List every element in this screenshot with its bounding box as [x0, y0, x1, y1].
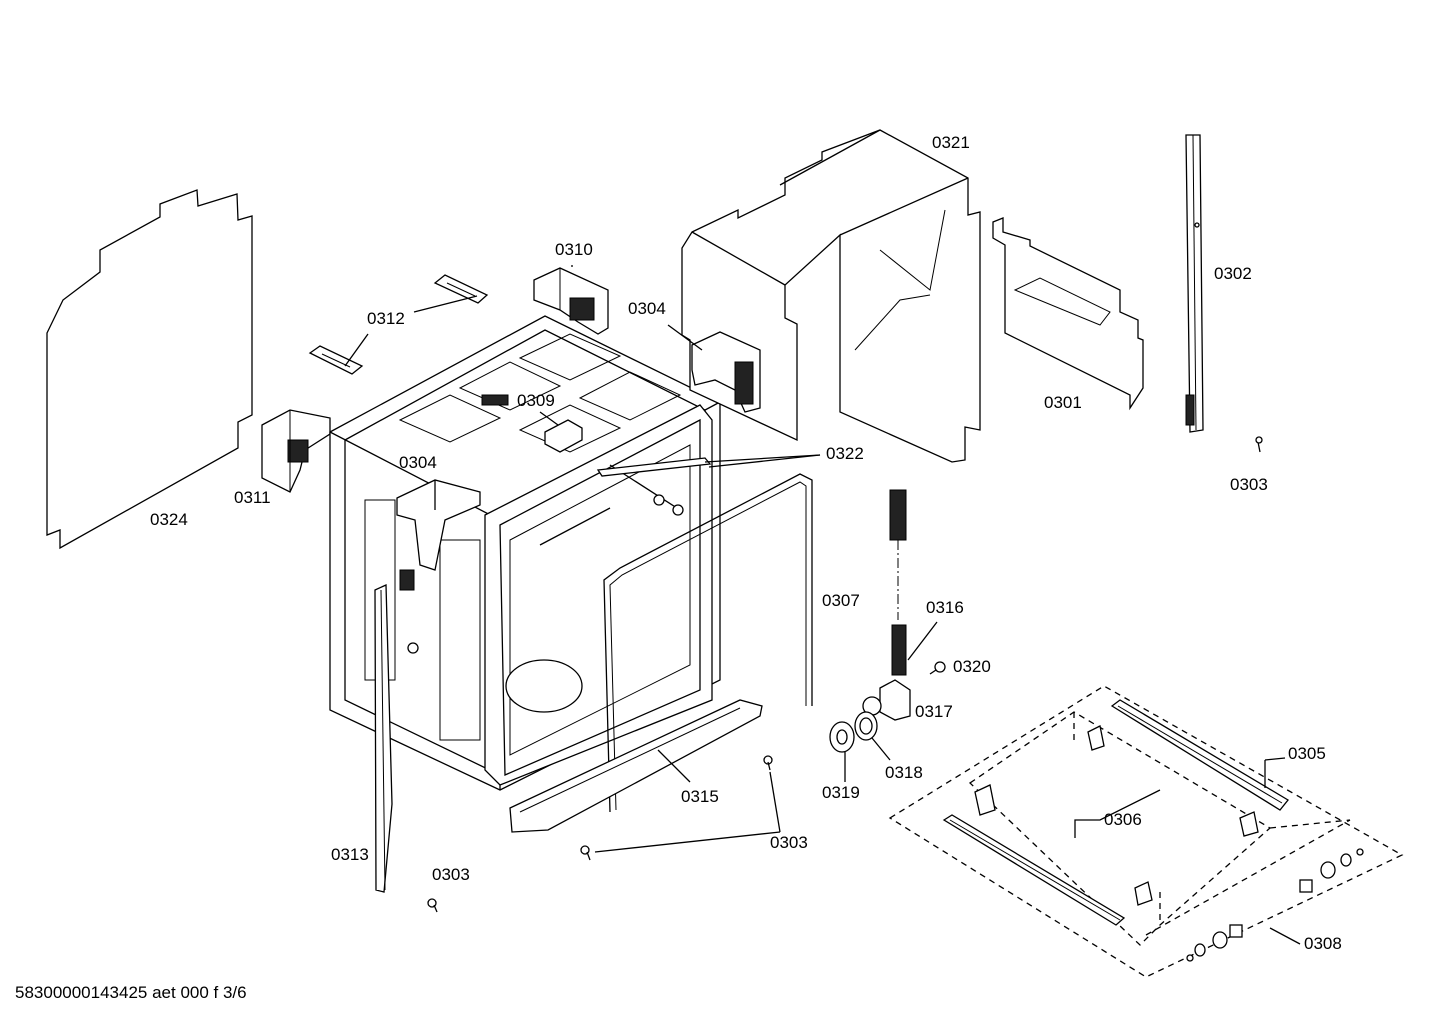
leader-0309	[539, 411, 559, 426]
label-0308: 0308	[1304, 934, 1342, 953]
label-0301: 0301	[1044, 393, 1082, 412]
screw-0303-left	[427, 898, 438, 913]
label-0319: 0319	[822, 783, 860, 802]
label-0313: 0313	[331, 845, 369, 864]
kit-0308	[888, 685, 1404, 978]
frame-0307	[603, 473, 813, 813]
ring-0319	[829, 721, 855, 782]
tub-body	[329, 315, 721, 791]
label-0317: 0317	[915, 702, 953, 721]
clip-0311	[261, 409, 331, 493]
label-0321: 0321	[932, 133, 970, 152]
clip-0310	[533, 265, 609, 335]
label-0324: 0324	[150, 510, 188, 529]
seal-0322	[596, 454, 821, 477]
label-0302: 0302	[1214, 264, 1252, 283]
part-labels: 0321 0302 0310 0312 0304 0301 0309 0303 …	[150, 133, 1342, 953]
rail-0305	[1110, 699, 1289, 811]
bracket-0312	[308, 274, 489, 375]
label-0304: 0304	[628, 299, 666, 318]
footer-document-id: 58300000143425 aet 000 f 3/6	[15, 983, 247, 1002]
label-0312: 0312	[367, 309, 405, 328]
label-0316: 0316	[926, 598, 964, 617]
rail-0302	[1185, 134, 1204, 433]
label-0318: 0318	[885, 763, 923, 782]
insulation-0321	[681, 129, 981, 463]
label-0304: 0304	[399, 453, 437, 472]
label-0307: 0307	[822, 591, 860, 610]
ring-0318	[854, 711, 891, 761]
label-0311: 0311	[234, 488, 271, 507]
label-0320: 0320	[953, 657, 991, 676]
fittings-0308	[1186, 848, 1364, 962]
bracket-0304-right	[667, 324, 761, 413]
side-panel-0324	[46, 189, 253, 550]
bracket-0304-left	[396, 479, 481, 591]
label-0303: 0303	[1230, 475, 1268, 494]
label-0303: 0303	[770, 833, 808, 852]
screw-0303-right	[1255, 436, 1263, 453]
plate-0301	[992, 217, 1144, 411]
screw-0303-middle	[580, 755, 781, 861]
screw-0320	[929, 661, 946, 675]
label-0309: 0309	[517, 391, 555, 410]
hose-0316	[889, 489, 938, 676]
label-0315: 0315	[681, 787, 719, 806]
label-0303: 0303	[432, 865, 470, 884]
label-0305: 0305	[1288, 744, 1326, 763]
label-0322: 0322	[826, 444, 864, 463]
strip-0313	[374, 584, 393, 893]
label-0310: 0310	[555, 240, 593, 259]
label-0306: 0306	[1104, 810, 1142, 829]
connector-0317	[862, 679, 911, 721]
rail-0306	[942, 725, 1259, 926]
toe-piece-0315	[509, 699, 763, 833]
